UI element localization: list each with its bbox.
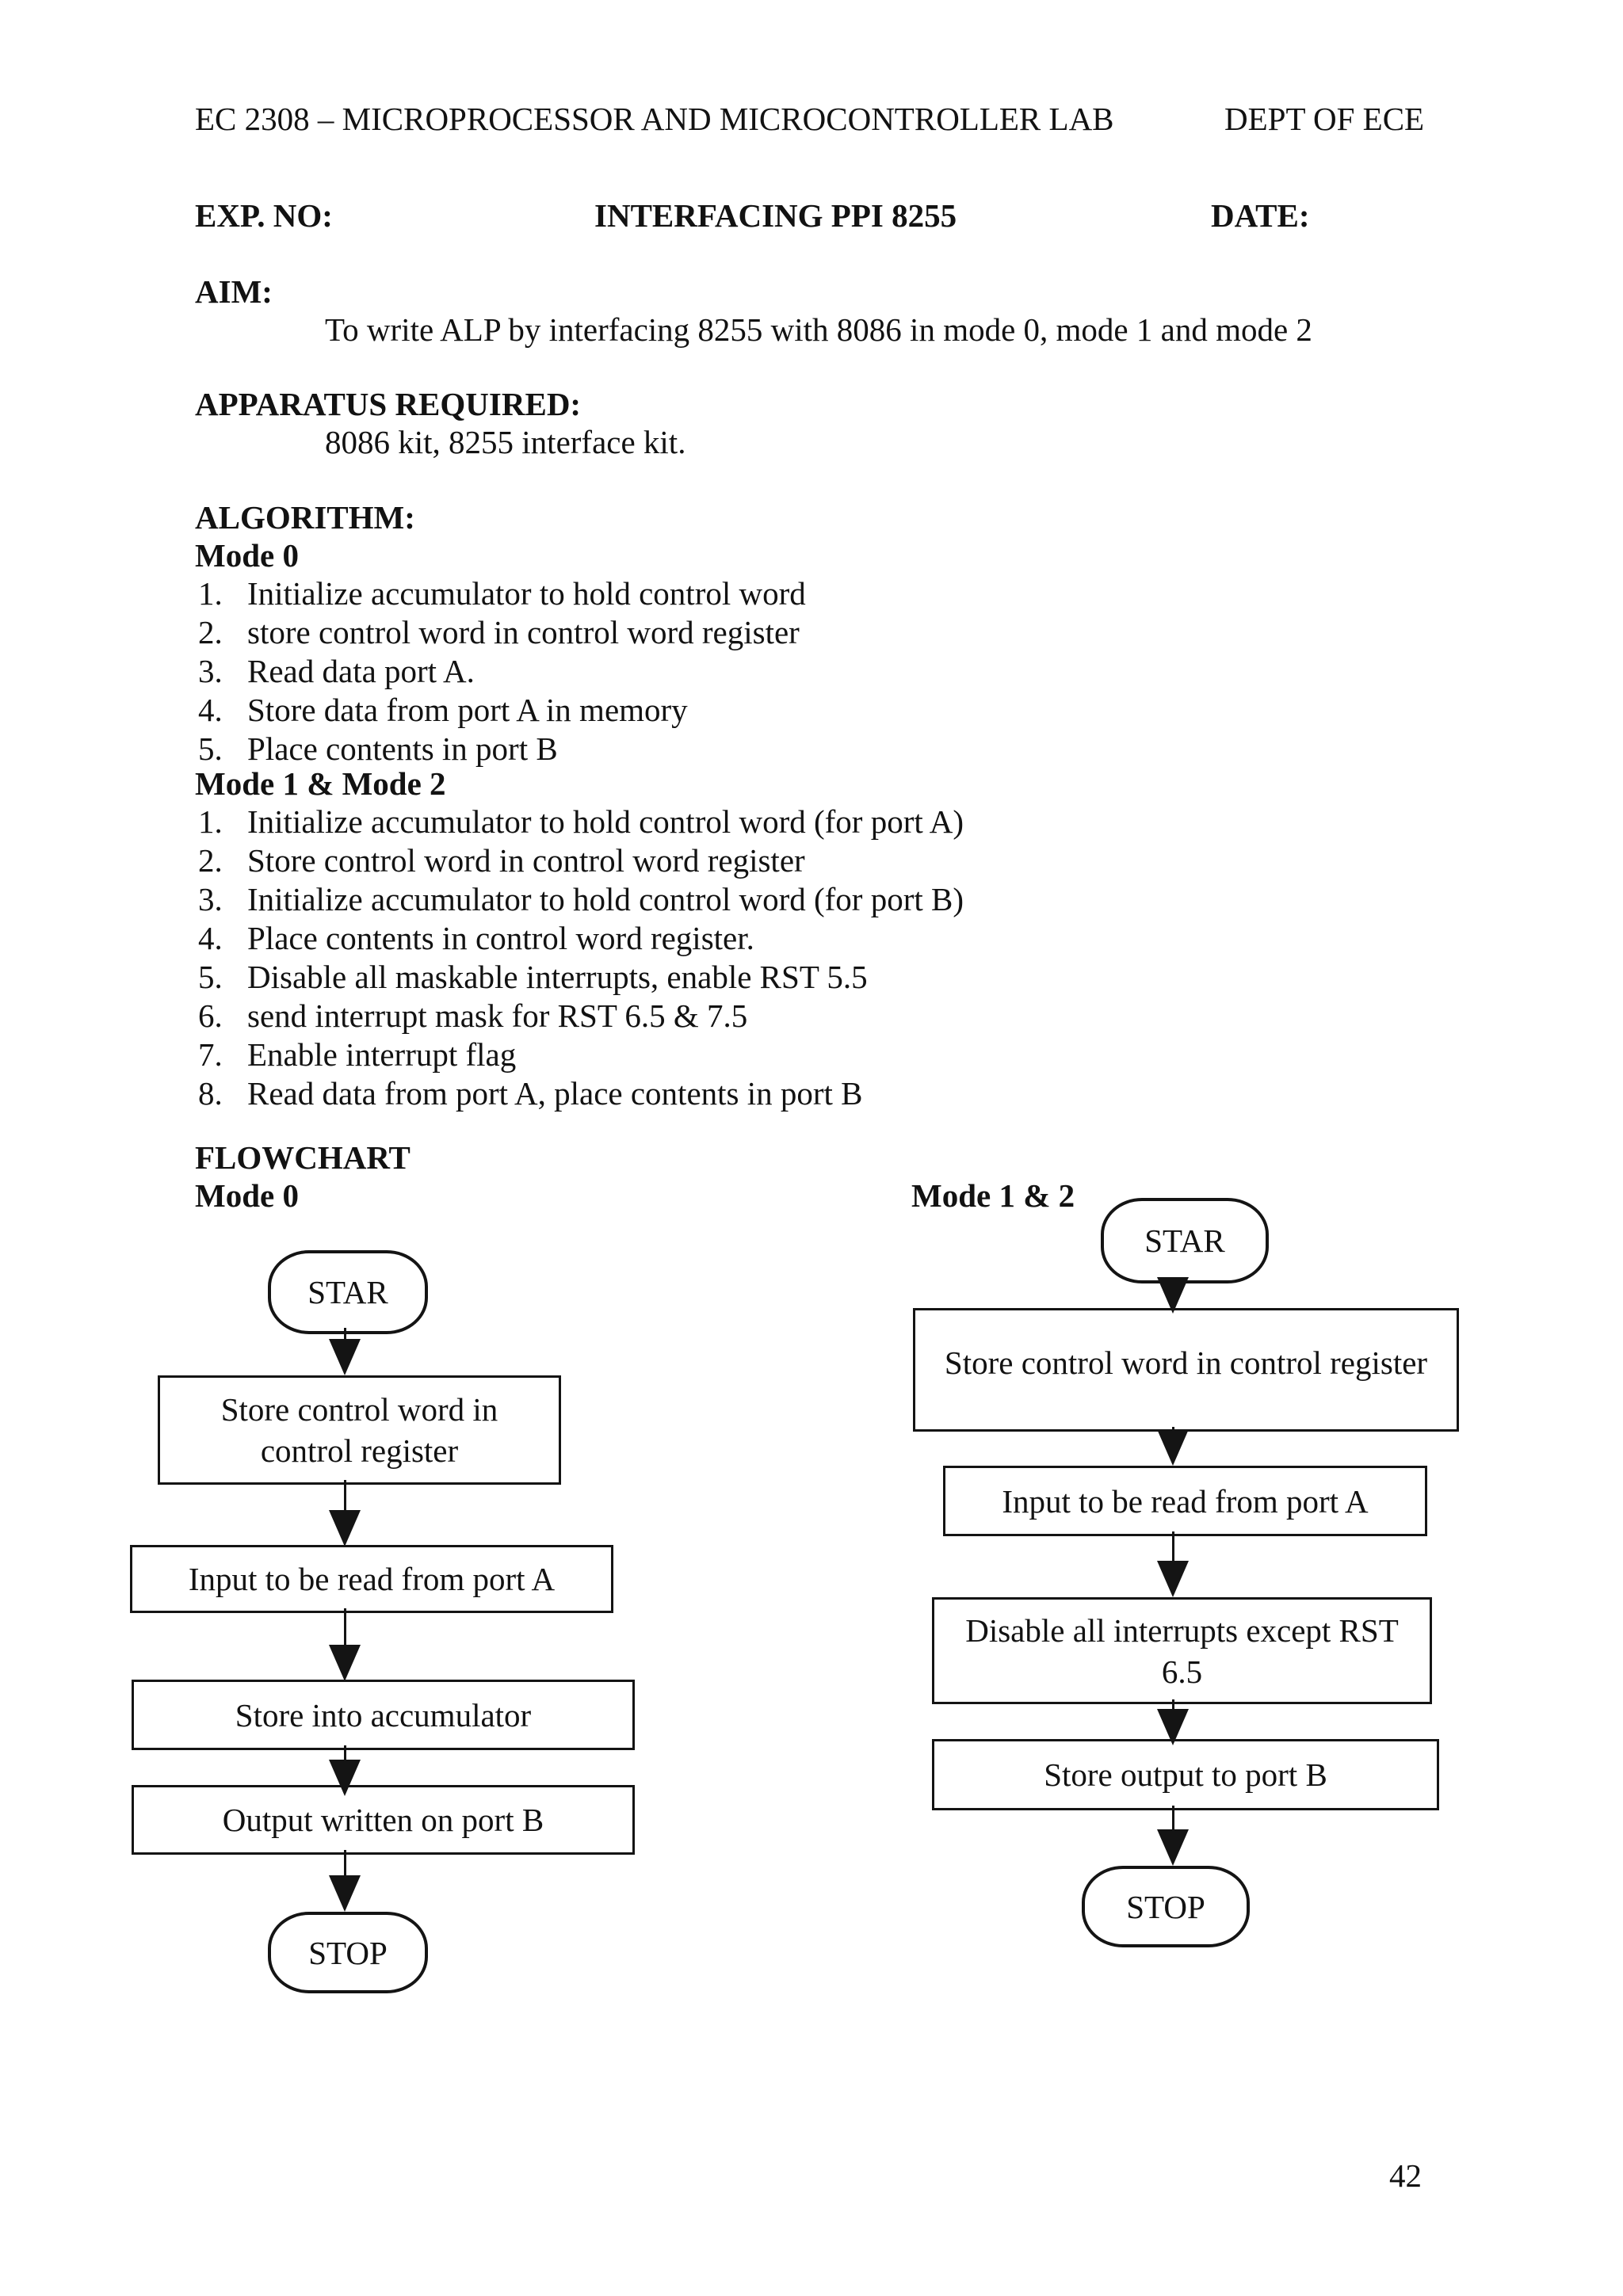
step-text: Initialize accumulator to hold control w… xyxy=(247,881,964,917)
algorithm-mode0-heading: Mode 0 xyxy=(195,537,299,574)
start-terminator: STAR xyxy=(268,1250,428,1334)
algorithm-step: 1. Initialize accumulator to hold control… xyxy=(198,574,806,613)
step-number: 5. xyxy=(198,959,223,995)
process-label: Input to be read from port A xyxy=(1002,1482,1369,1520)
step-number: 3. xyxy=(198,881,223,917)
step-text: send interrupt mask for RST 6.5 & 7.5 xyxy=(247,997,748,1034)
arrow-down-icon xyxy=(329,1745,361,1796)
step-number: 6. xyxy=(198,997,223,1034)
end-terminator: STOP xyxy=(268,1912,428,1993)
step-text: Place contents in port B xyxy=(247,730,558,767)
apparatus-heading: APPARATUS REQUIRED: xyxy=(195,386,582,422)
step-number: 3. xyxy=(198,653,223,689)
algorithm-step: 4. Place contents in control word registe… xyxy=(198,919,754,958)
step-number: 8. xyxy=(198,1075,223,1112)
algorithm-step: 6. send interrupt mask for RST 6.5 & 7.5 xyxy=(198,997,747,1035)
step-text: Read data from port A, place contents in… xyxy=(247,1075,863,1112)
algorithm-step: 1. Initialize accumulator to hold control… xyxy=(198,803,964,841)
experiment-title: INTERFACING PPI 8255 xyxy=(594,197,957,234)
date-label: DATE: xyxy=(1211,197,1310,234)
process-label: Output written on port B xyxy=(222,1802,544,1838)
arrow-down-icon xyxy=(329,1850,361,1912)
end-terminator: STOP xyxy=(1082,1866,1250,1947)
process-label: Store output to port B xyxy=(1044,1756,1327,1793)
arrow-down-icon xyxy=(1157,1277,1189,1314)
terminator-label: STAR xyxy=(1144,1222,1225,1259)
arrow-down-icon xyxy=(1157,1699,1189,1745)
process-box: Input to be read from port A xyxy=(943,1466,1427,1536)
header-course-title: EC 2308 – MICROPROCESSOR AND MICROCONTRO… xyxy=(195,101,1114,137)
algorithm-step: 5. Disable all maskable interrupts, enabl… xyxy=(198,958,868,997)
algorithm-step: 8. Read data from port A, place contents … xyxy=(198,1074,863,1113)
aim-text: To write ALP by interfacing 8255 with 80… xyxy=(325,311,1312,348)
algorithm-step: 2. store control word in control word reg… xyxy=(198,613,800,652)
process-box: Store into accumulator xyxy=(132,1680,635,1750)
step-text: store control word in control word regis… xyxy=(247,614,800,650)
algorithm-step: 7. Enable interrupt flag xyxy=(198,1035,516,1074)
step-number: 2. xyxy=(198,842,223,879)
process-box: Store control word in control register xyxy=(913,1308,1459,1432)
arrow-down-icon xyxy=(329,1328,361,1375)
flowchart-mode0-label: Mode 0 xyxy=(195,1177,299,1214)
step-text: Store data from port A in memory xyxy=(247,692,688,728)
step-number: 1. xyxy=(198,803,223,840)
arrow-down-icon xyxy=(1157,1806,1189,1866)
step-number: 4. xyxy=(198,920,223,956)
arrow-down-icon xyxy=(1157,1427,1189,1466)
algorithm-mode12-heading: Mode 1 & Mode 2 xyxy=(195,765,446,802)
step-number: 1. xyxy=(198,575,223,612)
step-text: Initialize accumulator to hold control w… xyxy=(247,575,806,612)
step-number: 4. xyxy=(198,692,223,728)
process-box: Input to be read from port A xyxy=(130,1545,613,1613)
process-label: Store control word in control register xyxy=(220,1391,498,1469)
terminator-label: STOP xyxy=(1126,1888,1205,1925)
process-box: Disable all interrupts except RST 6.5 xyxy=(932,1597,1432,1704)
start-terminator: STAR xyxy=(1101,1198,1269,1283)
arrow-down-icon xyxy=(329,1480,361,1547)
algorithm-step: 2. Store control word in control word reg… xyxy=(198,841,805,880)
flowchart-heading: FLOWCHART xyxy=(195,1139,411,1176)
terminator-label: STOP xyxy=(308,1934,388,1971)
algorithm-step: 3. Initialize accumulator to hold control… xyxy=(198,880,964,919)
header-department: DEPT OF ECE xyxy=(1224,101,1425,137)
process-box: Store output to port B xyxy=(932,1739,1439,1810)
process-label: Store control word in control register xyxy=(944,1344,1428,1381)
terminator-label: STAR xyxy=(307,1274,388,1310)
process-label: Input to be read from port A xyxy=(188,1561,556,1597)
step-text: Store control word in control word regis… xyxy=(247,842,805,879)
algorithm-step: 3. Read data port A. xyxy=(198,652,475,691)
process-box: Output written on port B xyxy=(132,1785,635,1855)
process-label: Disable all interrupts except RST 6.5 xyxy=(965,1611,1399,1690)
step-text: Read data port A. xyxy=(247,653,475,689)
process-label: Store into accumulator xyxy=(235,1696,532,1733)
flowchart-mode12-label: Mode 1 & 2 xyxy=(911,1177,1075,1214)
arrow-down-icon xyxy=(1157,1531,1189,1597)
step-text: Initialize accumulator to hold control w… xyxy=(247,803,964,840)
step-text: Enable interrupt flag xyxy=(247,1036,517,1073)
exp-no-label: EXP. NO: xyxy=(195,197,333,234)
aim-heading: AIM: xyxy=(195,273,273,310)
page-number: 42 xyxy=(1389,2157,1422,2194)
algorithm-heading: ALGORITHM: xyxy=(195,499,415,536)
algorithm-step: 5. Place contents in port B xyxy=(198,730,558,769)
algorithm-step: 4. Store data from port A in memory xyxy=(198,691,688,730)
apparatus-text: 8086 kit, 8255 interface kit. xyxy=(325,424,686,460)
step-number: 5. xyxy=(198,730,223,767)
step-number: 7. xyxy=(198,1036,223,1073)
step-text: Place contents in control word register. xyxy=(247,920,754,956)
process-box: Store control word in control register xyxy=(158,1375,561,1485)
step-text: Disable all maskable interrupts, enable … xyxy=(247,959,868,995)
arrow-down-icon xyxy=(329,1608,361,1681)
step-number: 2. xyxy=(198,614,223,650)
